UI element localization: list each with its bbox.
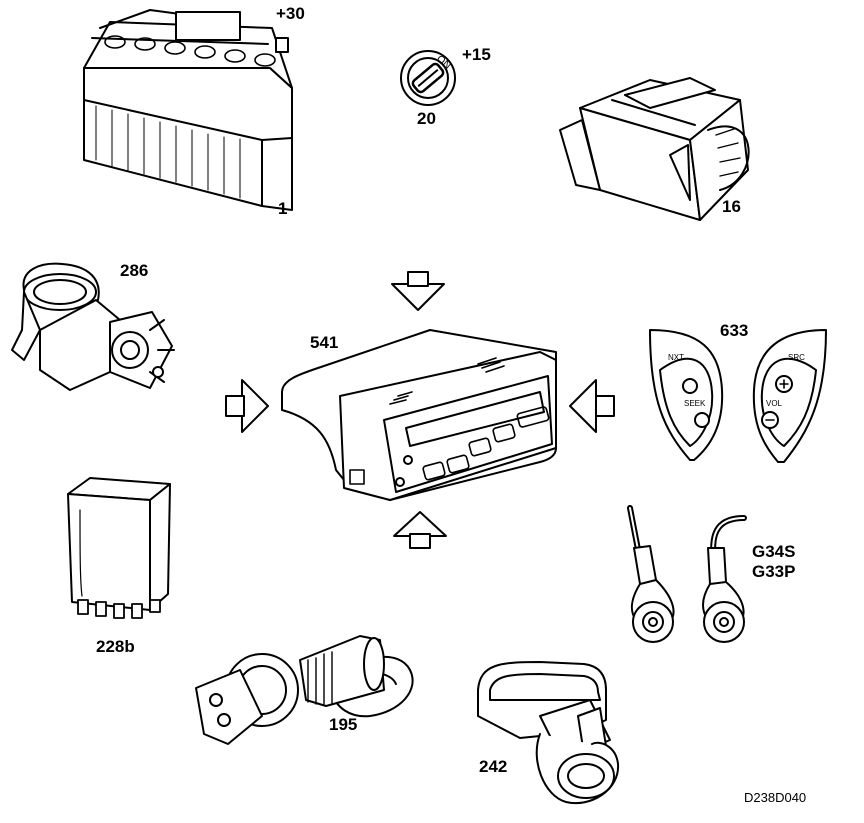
ignition-number-label: 20 — [417, 109, 436, 128]
connector-illustration — [477, 661, 620, 805]
figure-reference: D238D040 — [744, 790, 807, 805]
sensor-286-illustration — [11, 262, 175, 391]
ignition-switch-illustration: ON — [400, 50, 456, 106]
relay-number-label: 228b — [96, 637, 135, 656]
input-arrow-right — [569, 379, 615, 433]
ground-points-illustration — [627, 505, 747, 643]
input-arrow-top — [391, 271, 445, 311]
control-switch-number-label: 16 — [722, 197, 741, 216]
battery-illustration — [83, 9, 293, 211]
battery-terminal-label: +30 — [276, 4, 305, 23]
vol-label: VOL — [766, 399, 783, 408]
control-unit-number-label: 541 — [310, 333, 339, 352]
steering-buttons-illustration — [649, 329, 827, 463]
pressure-switch-number-label: 195 — [329, 715, 358, 734]
seek-label: SEEK — [684, 399, 706, 408]
sensor-286-number-label: 286 — [120, 261, 149, 280]
connector-number-label: 242 — [479, 757, 508, 776]
steering-buttons-number-label: 633 — [720, 321, 749, 340]
input-arrow-bottom — [393, 511, 447, 549]
control-unit-illustration — [281, 329, 557, 501]
battery-number-label: 1 — [278, 199, 288, 218]
ground-point-label-2: G33P — [752, 562, 796, 581]
nxt-button-label: NXT — [668, 353, 684, 362]
src-button-label: SRC — [788, 353, 805, 362]
pressure-switch-illustration — [195, 635, 414, 745]
control-switch-illustration — [559, 77, 750, 221]
relay-illustration — [67, 477, 171, 619]
input-arrow-left — [225, 379, 269, 433]
ground-point-label-1: G34S — [752, 542, 796, 561]
ignition-terminal-label: +15 — [462, 45, 491, 64]
